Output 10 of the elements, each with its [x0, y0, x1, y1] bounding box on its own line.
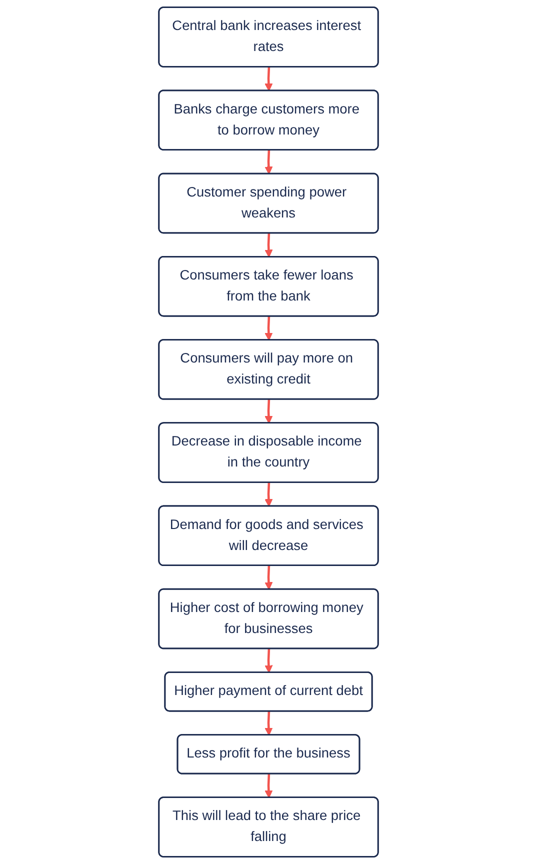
arrow — [264, 711, 273, 736]
arrow — [264, 774, 273, 798]
arrow — [264, 67, 273, 92]
arrow — [264, 400, 273, 424]
arrow — [264, 482, 273, 507]
arrow — [264, 150, 273, 174]
arrow — [264, 316, 273, 341]
arrow — [264, 566, 273, 590]
arrow — [264, 648, 273, 674]
arrow — [264, 233, 273, 258]
